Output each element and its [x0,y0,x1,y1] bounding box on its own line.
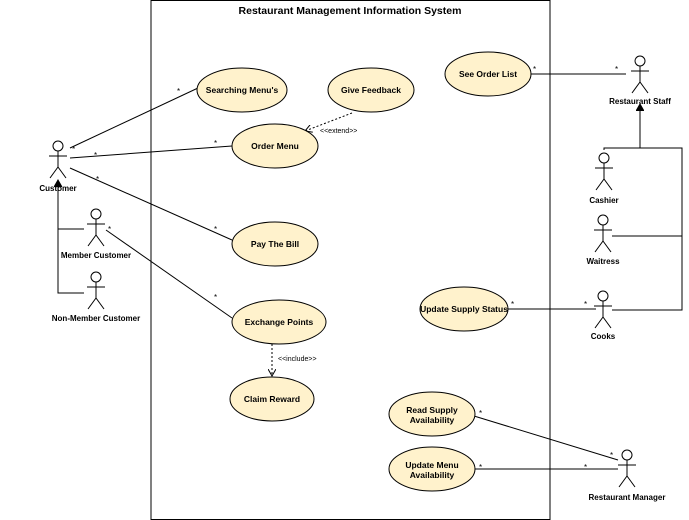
mult-member: * [108,225,111,234]
stick-figure-icon [594,214,612,253]
mult-manager-update: * [584,463,587,472]
stick-figure-icon [595,152,613,191]
stick-figure-icon [87,208,105,247]
mult-cooks: * [584,300,587,309]
svg-text:Non-Member Customer: Non-Member Customer [52,314,140,323]
actor-waitress[interactable]: Waitress [586,214,620,266]
svg-text:Cooks: Cooks [591,332,616,341]
stick-figure-icon [618,449,636,488]
usecase-exchange-points[interactable]: Exchange Points [231,299,327,345]
usecase-order-menu[interactable]: Order Menu [231,123,319,169]
svg-text:Restaurant Staff: Restaurant Staff [609,97,671,106]
svg-text:See Order List: See Order List [459,69,517,79]
svg-text:Customer: Customer [39,184,76,193]
actor-non-member-customer[interactable]: Non-Member Customer [52,271,140,323]
usecase-update-supply-status[interactable]: Update Supply Status [419,286,509,332]
usecase-searching-menus[interactable]: Searching Menu's [196,67,288,113]
svg-text:Member Customer: Member Customer [61,251,131,260]
actor-customer[interactable]: Customer [39,140,77,193]
svg-text:Claim Reward: Claim Reward [244,394,300,404]
usecase-claim-reward[interactable]: Claim Reward [229,376,315,422]
assoc-customer-order [69,145,233,159]
usecase-update-menu-availability[interactable]: Update Menu Availability [388,446,476,492]
usecase-see-order-list[interactable]: See Order List [444,51,532,97]
svg-text:Availability: Availability [410,470,455,480]
svg-text:Cashier: Cashier [589,196,618,205]
svg-text:Update Menu: Update Menu [405,460,458,470]
mult-pay: * [214,225,217,234]
generalization-bus [612,147,683,311]
mult-manager-read: * [610,451,613,460]
svg-text:Order Menu: Order Menu [251,141,299,151]
mult-update-menu: * [479,463,482,472]
assoc-manager-read-supply [473,415,619,461]
svg-text:Read Supply: Read Supply [406,405,458,415]
stick-figure-icon [87,271,105,310]
generalization-non-member [57,229,84,294]
mult-searching: * [177,87,180,96]
stick-figure-icon [631,55,649,94]
svg-text:Give Feedback: Give Feedback [341,85,401,95]
actor-cooks[interactable]: Cooks [591,290,616,341]
extend-label: <<extend>> [320,128,357,135]
stick-figure-icon [49,140,67,179]
mult-customer-searching: * [72,145,75,154]
mult-order: * [214,139,217,148]
usecase-read-supply-availability[interactable]: Read Supply Availability [388,391,476,437]
actor-member-customer[interactable]: Member Customer [61,208,131,260]
assoc-customer-searching [69,87,199,149]
include-label: <<include>> [278,356,317,363]
assoc-customer-pay [69,167,233,241]
mult-read-supply: * [479,409,482,418]
mult-customer-pay: * [96,175,99,184]
generalization-staff [603,104,640,150]
usecase-pay-the-bill[interactable]: Pay The Bill [231,221,319,267]
mult-staff: * [615,65,618,74]
mult-supply: * [511,300,514,309]
svg-text:Exchange Points: Exchange Points [245,317,314,327]
svg-text:Searching Menu's: Searching Menu's [206,85,279,95]
mult-see-order: * [533,65,536,74]
stick-figure-icon [594,290,612,329]
svg-text:Update Supply Status: Update Supply Status [420,304,508,314]
system-title: Restaurant Management Information System [239,5,462,17]
mult-customer-order: * [94,151,97,160]
assoc-member-exchange [105,229,233,319]
actor-cashier[interactable]: Cashier [589,152,619,205]
actor-restaurant-staff[interactable]: Restaurant Staff [609,55,671,106]
svg-text:Restaurant Manager: Restaurant Manager [589,493,666,502]
svg-text:Waitress: Waitress [586,257,620,266]
actor-restaurant-manager[interactable]: Restaurant Manager [589,449,666,502]
svg-text:Pay The Bill: Pay The Bill [251,239,299,249]
mult-exchange: * [214,293,217,302]
extend-arrow [305,112,353,131]
svg-text:Availability: Availability [410,415,455,425]
usecase-give-feedback[interactable]: Give Feedback [327,67,415,113]
